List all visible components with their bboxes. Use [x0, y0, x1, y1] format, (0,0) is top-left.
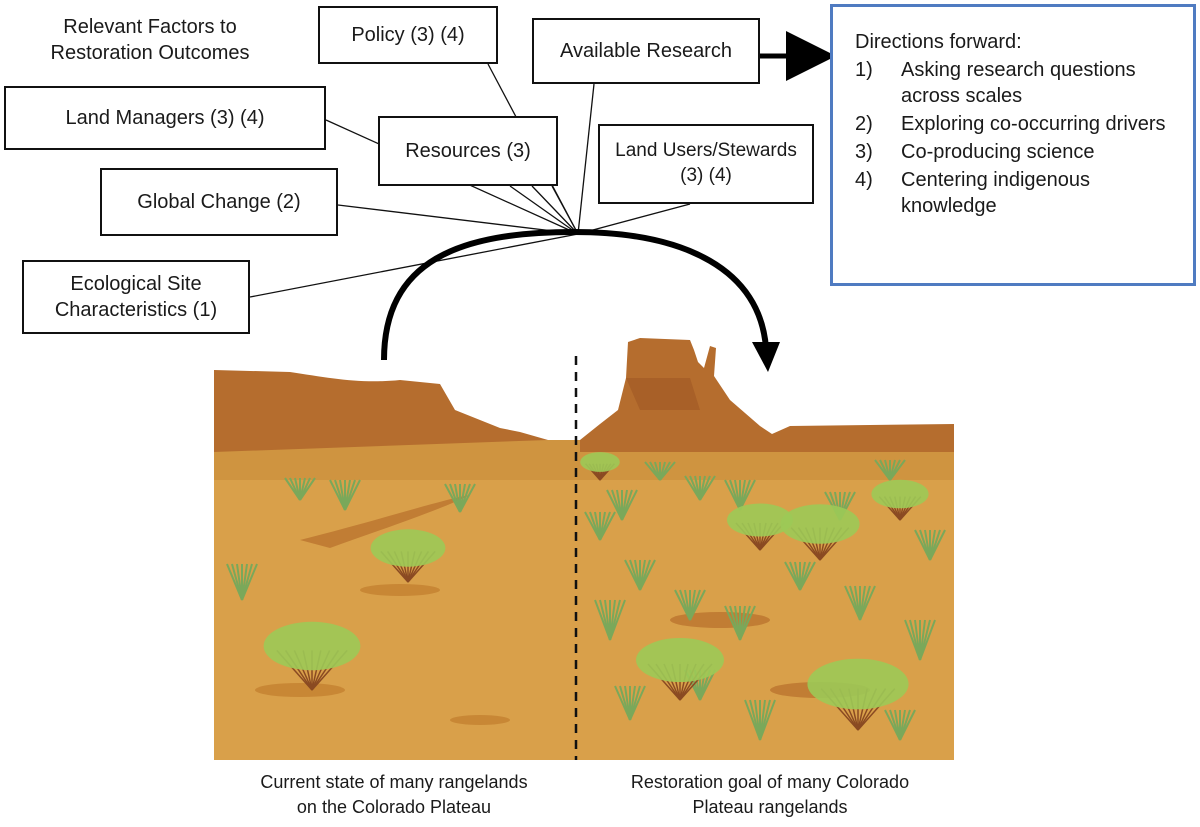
soil-patch: [670, 612, 770, 628]
caption-current-line2: on the Colorado Plateau: [296, 797, 492, 818]
directions-item-text: Asking research questions across scales: [901, 59, 1136, 107]
directions-list: 1) Asking research questions across scale…: [855, 57, 1175, 219]
directions-item: 4) Centering indigenous knowledge: [855, 167, 1175, 219]
vegetation: [226, 452, 946, 741]
factor-box-land-managers: Land Managers (3) (4): [4, 86, 326, 150]
connector-resources-b: [531, 185, 579, 235]
directions-item-text: Centering indigenous knowledge: [901, 169, 1091, 217]
directions-item-text: Co-producing science: [901, 141, 1095, 163]
grass-tuft: [594, 599, 626, 641]
factor-label-land-managers: Land Managers (3) (4): [65, 107, 265, 129]
grass-tuft: [914, 529, 946, 561]
diagram-header-label: Relevant Factors to Restoration Outcomes: [20, 14, 280, 66]
connector-land-users: [577, 203, 691, 235]
grass-tuft: [684, 475, 716, 501]
transition-arrowhead: [752, 342, 780, 372]
factor-box-global-change: Global Change (2): [100, 168, 338, 236]
shrub: [636, 638, 724, 701]
directions-item-text: Exploring co-occurring drivers: [901, 113, 1166, 135]
factor-label-available-research: Available Research: [560, 40, 732, 62]
grass-tuft: [584, 511, 616, 541]
factor-label-ecological-line2: Characteristics (1): [54, 299, 218, 321]
directions-forward-panel: Directions forward: 1) Asking research qu…: [830, 4, 1196, 286]
grass-tuft: [226, 563, 258, 601]
factor-box-ecological-site: Ecological Site Characteristics (1): [22, 260, 250, 334]
soil-patch: [450, 715, 510, 725]
directions-item-number: 1): [855, 59, 873, 81]
caption-current-line1: Current state of many rangelands: [260, 772, 528, 792]
grass-tuft: [674, 589, 706, 621]
grass-tuft: [614, 685, 646, 721]
caption-current-state: Current state of many rangelands on the …: [214, 770, 574, 820]
factor-label-land-users-line2: (3) (4): [680, 165, 732, 186]
grass-tuft: [724, 605, 756, 641]
grass-tuft: [784, 561, 816, 591]
factor-box-policy: Policy (3) (4): [318, 6, 498, 64]
directions-title: Directions forward:: [855, 31, 1022, 53]
connector-research: [577, 83, 595, 235]
grass-tuft: [624, 559, 656, 591]
soil-patch: [255, 683, 345, 697]
factor-label-policy: Policy (3) (4): [351, 24, 465, 46]
factor-label-land-users-line1: Land Users/Stewards: [615, 140, 797, 162]
factor-label-ecological-line1: Ecological Site: [70, 273, 202, 295]
directions-item: 2) Exploring co-occurring drivers: [855, 111, 1175, 137]
caption-goal-line2: Plateau rangelands: [692, 797, 848, 818]
directions-item-number: 2): [855, 113, 873, 135]
header-line-1: Relevant Factors to: [63, 16, 237, 38]
directions-item: 3) Co-producing science: [855, 139, 1175, 165]
grass-tuft: [884, 709, 916, 741]
caption-restoration-goal: Restoration goal of many Colorado Platea…: [580, 770, 960, 820]
grass-tuft: [606, 489, 638, 521]
grass-tuft: [904, 619, 936, 661]
grass-tuft: [744, 699, 776, 741]
soil-patch: [360, 584, 440, 596]
factor-label-resources: Resources (3): [405, 140, 531, 162]
factor-box-land-users-stewards: Land Users/Stewards (3) (4): [598, 124, 814, 204]
shrub: [370, 529, 446, 583]
grass-tuft: [844, 585, 876, 621]
shrub: [263, 621, 361, 691]
right-butte: [580, 338, 954, 452]
left-mesa: [214, 370, 548, 452]
shrub: [807, 658, 909, 731]
shrub: [780, 504, 860, 561]
grass-tuft: [329, 479, 361, 511]
grass-tuft: [284, 477, 316, 501]
connector-global-change: [337, 204, 579, 235]
soil-crust: [300, 495, 470, 548]
shrub: [727, 503, 793, 551]
caption-goal-line1: Restoration goal of many Colorado: [630, 772, 910, 792]
grass-tuft: [644, 461, 676, 481]
header-line-2: Restoration Outcomes: [50, 42, 250, 64]
factor-box-resources: Resources (3): [378, 116, 558, 186]
factor-label-global-change: Global Change (2): [137, 191, 301, 213]
transition-arc: [381, 228, 769, 361]
directions-item: 1) Asking research questions across scale…: [855, 57, 1175, 109]
shrub: [871, 479, 929, 521]
grass-tuft: [874, 459, 906, 481]
shrub: [580, 452, 620, 481]
connector-resources-c: [551, 185, 579, 235]
connector-resources-a: [509, 185, 579, 235]
butte-shadow: [626, 378, 700, 410]
grass-tuft: [444, 483, 476, 513]
directions-item-number: 3): [855, 141, 873, 163]
connector-ecological: [249, 233, 579, 298]
directions-item-number: 4): [855, 169, 873, 191]
factor-box-available-research: Available Research: [532, 18, 760, 84]
